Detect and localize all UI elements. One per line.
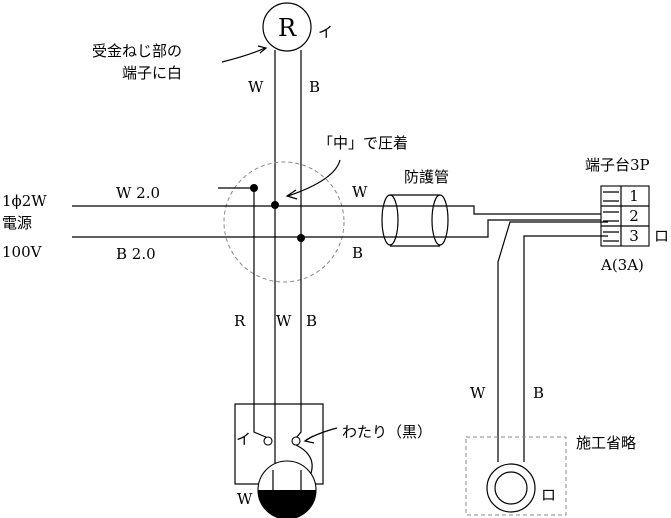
power-source: 1ϕ2W 電源 100V <box>2 192 47 261</box>
switch-i-label: イ <box>236 430 251 448</box>
callout-arrow <box>221 47 266 63</box>
callout-line1: 受金ねじ部の <box>92 42 182 60</box>
switch-terminal-right <box>291 436 301 446</box>
crimp-arrowhead <box>285 189 298 200</box>
lamp-ro-label: ロ <box>541 486 556 504</box>
source-line3: 100V <box>2 243 43 261</box>
switch-drop: R W B <box>218 187 317 398</box>
riser-label-b: B <box>309 78 320 96</box>
terminal-block-rating: A(3A) <box>600 256 644 274</box>
terminal-row-3: 3 <box>629 227 639 245</box>
switch-w-label: W <box>237 490 253 508</box>
mains-lines: W 2.0 B 2.0 W B <box>72 183 608 263</box>
lamp-riser: W B <box>248 50 320 238</box>
screw-terminal-callout: 受金ねじ部の 端子に白 <box>92 42 268 82</box>
protective-conduit: 防護管 <box>381 168 449 247</box>
crimp-arrow <box>287 159 341 197</box>
callout-line2: 端子に白 <box>122 64 182 82</box>
drop-label-w: W <box>276 312 292 330</box>
right-label-w: W <box>352 183 368 201</box>
switch-terminal-left <box>263 436 273 446</box>
terminal-block-body <box>600 185 650 247</box>
lamp-ro-outer <box>486 463 536 513</box>
lamp-ro-inner <box>494 471 528 505</box>
drop-label-b: B <box>306 312 317 330</box>
lamp-r: R イ <box>262 2 333 52</box>
omitted-area-outline <box>465 436 567 516</box>
mains-b-line <box>72 219 608 238</box>
riser-label-w: W <box>248 78 264 96</box>
jumper-arrow <box>305 427 338 441</box>
mains-label-bottom: B 2.0 <box>116 245 156 263</box>
junction-box <box>223 161 345 283</box>
mains-label-top: W 2.0 <box>116 184 160 202</box>
outlet-drop-label-w: W <box>470 384 486 402</box>
terminal-row3-mark: ロ <box>654 227 669 245</box>
source-line2: 電源 <box>2 214 32 232</box>
omitted-note: 施工省略 <box>576 434 636 452</box>
terminal-row-1: 1 <box>629 187 639 205</box>
source-line1: 1ϕ2W <box>2 192 47 210</box>
terminal-row-2: 2 <box>629 207 639 225</box>
callout-arrowhead <box>257 45 268 54</box>
crimp-note-text: 「中」で圧着 <box>318 134 408 152</box>
jumper-note: わたり（黒） <box>342 423 432 441</box>
terminal-block-title: 端子台3P <box>585 156 650 174</box>
conduit-label: 防護管 <box>404 168 449 186</box>
crimp-note: 「中」で圧着 <box>285 134 408 200</box>
outlet-fill <box>258 490 316 518</box>
mains-w-line <box>72 205 608 215</box>
lamp-r-symbol: R <box>278 14 297 42</box>
switch-box: イ わたり（黒） W <box>234 398 432 518</box>
outlet-drop: W B <box>470 221 608 462</box>
drop-label-r: R <box>234 312 246 330</box>
lamp-r-terminal-label: イ <box>318 23 333 41</box>
jumper-wire <box>295 444 313 477</box>
omitted-area: 施工省略 ロ <box>465 434 636 516</box>
outlet-drop-label-b: B <box>533 384 544 402</box>
right-label-b: B <box>352 244 363 262</box>
terminal-block: 端子台3P 1 2 3 ロ A(3A) <box>585 156 669 274</box>
